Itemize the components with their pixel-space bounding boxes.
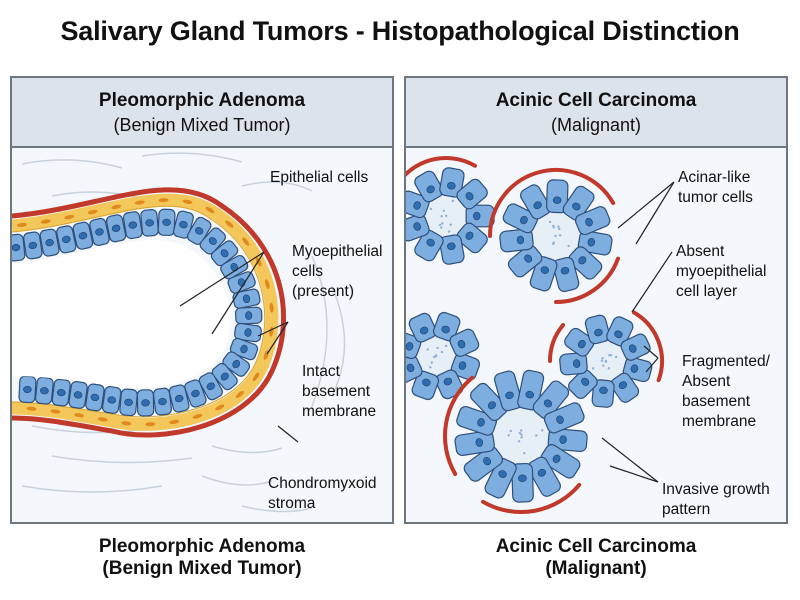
epithelial-cell xyxy=(141,209,159,236)
label-myoepithelial-3: (present) xyxy=(292,282,354,301)
acinus xyxy=(499,180,613,293)
caption-right-line1: Acinic Cell Carcinoma xyxy=(404,536,788,558)
panel-acinic-cell-carcinoma: Acinic Cell Carcinoma (Malignant) Acinar… xyxy=(404,76,788,524)
epithelial-cell xyxy=(137,390,153,416)
label-fragmented-2: Absent xyxy=(682,372,730,391)
caption-left-line1: Pleomorphic Adenoma xyxy=(10,536,394,558)
pleomorphic-adenoma-illustration xyxy=(12,146,394,524)
label-acinar-2: tumor cells xyxy=(678,188,753,207)
panel-header-left: Pleomorphic Adenoma (Benign Mixed Tumor) xyxy=(12,78,392,148)
label-fragmented-3: basement xyxy=(682,392,750,411)
caption-left-line2: (Benign Mixed Tumor) xyxy=(10,558,394,580)
acinar-clusters xyxy=(406,158,662,512)
gland-lumen xyxy=(12,240,231,388)
label-stroma-2: stroma xyxy=(268,494,315,513)
panel-heading-left: Pleomorphic Adenoma xyxy=(12,90,392,112)
label-absent-1: Absent xyxy=(676,242,724,261)
panel-heading-right: Acinic Cell Carcinoma xyxy=(406,90,786,112)
acinus xyxy=(559,314,653,408)
label-basement-3: membrane xyxy=(302,402,376,421)
label-invasive-2: pattern xyxy=(662,500,710,519)
panel-subheading-right: (Malignant) xyxy=(406,115,786,136)
label-fragmented-1: Fragmented/ xyxy=(682,352,770,371)
caption-right: Acinic Cell Carcinoma (Malignant) xyxy=(404,536,788,580)
label-invasive-1: Invasive growth xyxy=(662,480,770,499)
acinus xyxy=(406,167,494,265)
label-basement-2: basement xyxy=(302,382,370,401)
label-myoepithelial-1: Myoepithelial xyxy=(292,242,382,261)
epithelial-cell xyxy=(123,211,143,239)
epithelial-cell xyxy=(35,377,53,404)
panel-pleomorphic-adenoma: Pleomorphic Adenoma (Benign Mixed Tumor) xyxy=(10,76,394,524)
label-myoepithelial-2: cells xyxy=(292,262,323,281)
epithelial-cell xyxy=(102,386,122,414)
panel-header-right: Acinic Cell Carcinoma (Malignant) xyxy=(406,78,786,148)
epithelial-cell xyxy=(153,388,172,416)
page-title: Salivary Gland Tumors - Histopathologica… xyxy=(0,16,800,47)
caption-right-line2: (Malignant) xyxy=(404,558,788,580)
epithelial-cell xyxy=(119,389,137,416)
epithelial-cell xyxy=(52,379,71,407)
label-acinar-1: Acinar-like xyxy=(678,168,750,187)
acinus xyxy=(454,369,587,502)
caption-left: Pleomorphic Adenoma (Benign Mixed Tumor) xyxy=(10,536,394,580)
epithelial-cell xyxy=(158,209,175,236)
epithelial-cell xyxy=(235,307,262,324)
label-stroma-1: Chondromyxoid xyxy=(268,474,377,493)
panel-subheading-left: (Benign Mixed Tumor) xyxy=(12,115,392,136)
epithelial-cell xyxy=(68,381,88,409)
label-epithelial-cells: Epithelial cells xyxy=(270,168,368,187)
label-fragmented-4: membrane xyxy=(682,412,756,431)
label-basement-1: Intact xyxy=(302,362,340,381)
epithelial-cell xyxy=(85,383,105,411)
label-absent-3: cell layer xyxy=(676,282,737,301)
epithelial-cell xyxy=(19,376,36,403)
label-absent-2: myoepithelial xyxy=(676,262,766,281)
acinus xyxy=(406,311,481,401)
